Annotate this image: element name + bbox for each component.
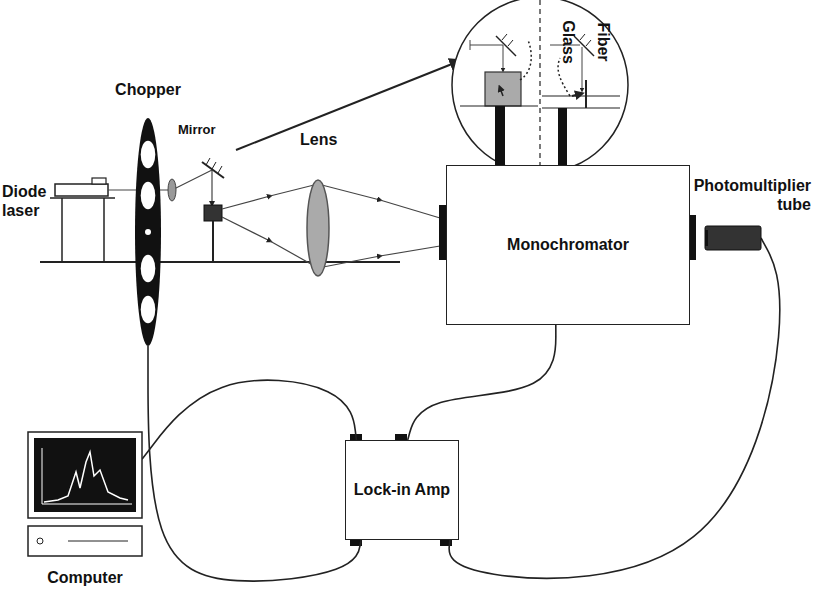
shape-part [28,432,142,518]
shape-part [705,230,708,246]
monochromator-box-label: Monochromator [507,235,629,254]
diode-laser [92,178,106,184]
inset-detail [470,45,503,46]
inset-detail [574,36,594,56]
inset-detail [502,34,507,40]
computer-outline [28,432,142,556]
exit-slit [689,215,696,260]
inset-detail [500,88,503,96]
collection-lens [307,180,329,276]
focusing-lens [168,179,176,201]
inset-pointer [236,60,462,150]
diode-laser [50,178,115,262]
computer: Computer [28,432,142,556]
shape-part [135,118,161,346]
inset-detail [503,45,504,70]
shape-part [28,526,142,556]
computer-label: Computer [18,568,152,587]
diode-laser [103,198,105,262]
diode-laser [55,184,108,196]
laser-beam [172,170,212,190]
lock-in-amplifier-box-label: Lock-in Amp [354,480,450,499]
laser-label: Diode laser [2,182,54,220]
shape-part [141,255,156,282]
photomultiplier-tube-outline [705,226,761,250]
photomultiplier-tube: Photomultiplier tube [705,226,761,250]
signal-cable [408,325,556,440]
emission-beams [222,196,270,209]
shape-part [705,226,761,250]
inset-detail [558,108,567,166]
diode-laser [50,197,115,199]
inset-detail [520,40,531,80]
inset-detail [495,106,505,166]
inset-pointer [236,60,462,150]
inset-detail [542,95,620,96]
entrance-slit [439,205,446,260]
mirror [218,166,222,173]
inset-detail [582,47,583,90]
glass-label: Glass [558,20,577,64]
sample-holder [204,205,222,221]
diode-laser [61,198,63,262]
inset-detail [452,0,628,173]
inset-detail [508,40,513,46]
focusing-lens [168,179,176,201]
mirror [202,158,224,178]
emission-beams [222,184,440,268]
inset-detail [539,0,540,172]
mirror [212,162,216,169]
lens-label: Lens [300,130,337,149]
shape-part [34,438,136,512]
inset-detail [542,107,620,108]
inset-detail [485,72,521,106]
monochromator-box: Monochromator [446,165,690,325]
exit-slit [689,215,696,260]
signal-cable [142,380,356,459]
shape-part [42,448,132,504]
emission-beams [380,246,440,256]
emission-beams [380,200,440,218]
inset-detail [580,34,585,40]
emission-beams [318,184,380,200]
chopper-wheel-outline [135,118,161,346]
inset-detail [586,40,591,46]
chopper-wheel-label: Chopper [90,80,206,99]
sample-holder [204,205,222,262]
fiber-label: Fiber [593,22,612,61]
mirror [206,158,210,165]
inset-detail [470,40,471,50]
emission-beams [222,217,270,241]
shape-part [37,538,43,544]
collection-lens [307,180,329,276]
mirror [202,162,224,178]
shape-part [141,182,156,209]
sample-holder [212,221,214,262]
shape-part [44,452,128,502]
shape-part [141,141,156,168]
shape-part [141,296,156,323]
entrance-slit [439,205,446,260]
lock-in-amplifier-box: Lock-in Amp [345,440,459,540]
inset-detail [496,36,516,56]
inset-detail [585,80,587,108]
shape-part [68,541,128,542]
shape-part [145,229,151,235]
mirror-label: Mirror [178,122,216,138]
photomultiplier-tube-label: Photomultiplier tube [679,176,811,214]
chopper-wheel: Chopper [135,118,161,346]
inset-detail [452,0,628,173]
laser-beam [211,170,212,204]
